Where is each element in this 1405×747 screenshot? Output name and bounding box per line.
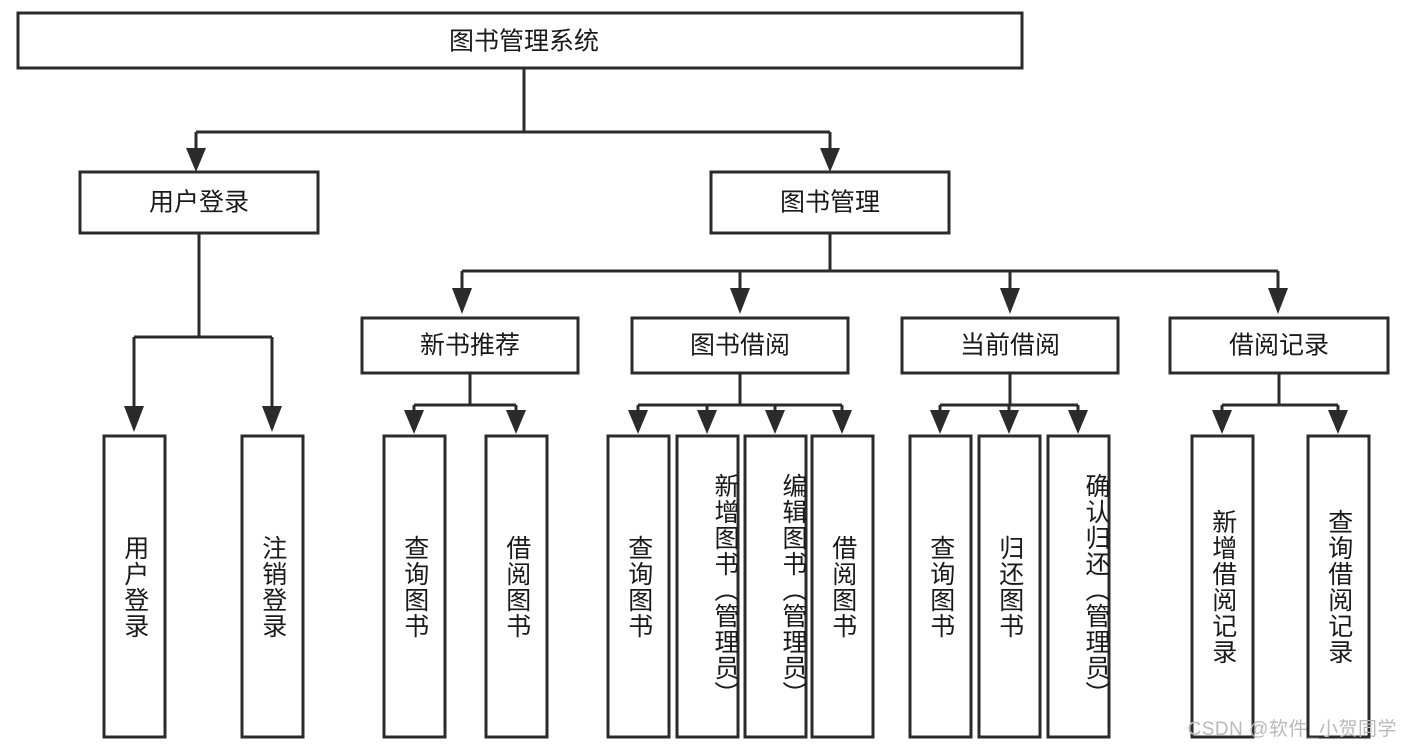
arrow-head-leaf-user-login <box>124 406 144 432</box>
node-book-borrow[interactable] <box>630 316 850 375</box>
arrow-head-nbr-borrow <box>506 410 526 434</box>
arrow-head-bb-query <box>628 410 648 434</box>
node-leaf-bb-query-book[interactable] <box>606 434 671 739</box>
node-current-borrow[interactable] <box>900 316 1120 375</box>
node-book-management[interactable] <box>709 170 951 235</box>
arrow-head-book-borrow <box>730 288 750 314</box>
label-book-borrow: 图书借阅 <box>690 332 790 360</box>
node-leaf-user-login[interactable] <box>102 434 167 739</box>
arrow-head-current-borrow <box>1000 288 1020 314</box>
node-leaf-user-logout[interactable] <box>240 434 305 739</box>
watermark-text: CSDN @软件_小贺同学 <box>1187 719 1397 740</box>
node-leaf-bb-add-book[interactable] <box>675 434 740 739</box>
arrow-head-leaf-user-logout <box>262 406 282 432</box>
node-user-login[interactable] <box>78 170 320 235</box>
node-leaf-bb-edit-book[interactable] <box>743 434 808 739</box>
arrow-head-nbr-query <box>404 410 424 434</box>
arrow-head-cb-return <box>999 410 1019 434</box>
arrow-head-bb-edit <box>765 410 785 434</box>
node-root[interactable] <box>16 11 1024 70</box>
arrow-head-br-query <box>1328 410 1348 434</box>
label-new-book-recommend: 新书推荐 <box>420 332 520 360</box>
arrow-head-borrow-record <box>1268 288 1288 314</box>
node-leaf-nbr-query-book[interactable] <box>382 434 447 739</box>
node-leaf-cb-confirm-return[interactable] <box>1046 434 1111 739</box>
horizontal-label-layer: 图书管理系统 用户登录 图书管理 新书推荐 图书借阅 当前借阅 借阅记录 <box>149 28 1329 360</box>
arrow-head-bb-borrow <box>832 410 852 434</box>
node-leaf-nbr-borrow-book[interactable] <box>484 434 549 739</box>
connector-layer <box>124 68 1348 434</box>
label-user-login: 用户登录 <box>149 189 249 217</box>
label-borrow-record: 借阅记录 <box>1229 332 1329 360</box>
arrow-head-cb-query <box>930 410 950 434</box>
node-leaf-br-query-record[interactable] <box>1306 434 1371 739</box>
arrow-head-br-add <box>1212 410 1232 434</box>
arrow-head-user-login <box>186 148 206 172</box>
node-leaf-cb-query-book[interactable] <box>908 434 973 739</box>
arrow-head-cb-confirm <box>1068 410 1088 434</box>
label-book-management: 图书管理 <box>780 189 880 217</box>
node-leaf-bb-borrow-book[interactable] <box>810 434 875 739</box>
label-root: 图书管理系统 <box>449 28 599 56</box>
arrow-head-book-mgmt <box>820 148 840 172</box>
arrow-head-new-book-rec <box>452 288 472 314</box>
node-leaf-br-add-record[interactable] <box>1190 434 1255 739</box>
label-current-borrow: 当前借阅 <box>960 332 1060 360</box>
node-new-book-recommend[interactable] <box>360 316 580 375</box>
node-box-layer <box>16 11 1390 739</box>
node-borrow-record[interactable] <box>1168 316 1390 375</box>
node-leaf-cb-return-book[interactable] <box>977 434 1042 739</box>
arrow-head-bb-add <box>697 410 717 434</box>
